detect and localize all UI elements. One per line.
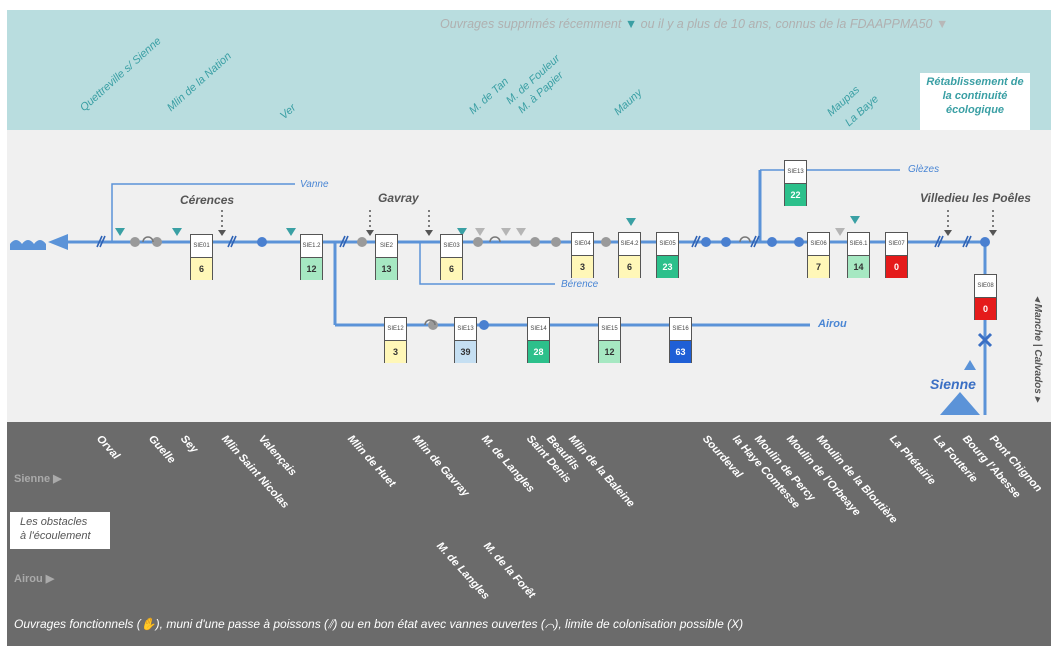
legend-line-3: écologique [945,104,1005,116]
berence-line [419,242,555,285]
vanne-line [111,183,295,242]
obstacles-title-line-1: Les obstacles [20,516,88,528]
mountain-icon [940,360,980,415]
functional-dots [257,237,990,330]
town-markers [221,210,994,232]
old-removed-triangles [475,228,845,236]
obstacle-dots [130,237,611,330]
row-label-airou: Airou ▶ [14,573,55,585]
city-cerences: Cérences [180,193,235,207]
river-berence: Bérence [561,279,599,290]
sea-icon [10,240,46,250]
river-airou: Airou [818,318,847,330]
fish-pass-icon [96,235,972,248]
header-text-2: ou il y a plus de 10 ans, connus de la F… [640,17,933,31]
triangle-grey-icon: ▼ [936,17,949,31]
top-band [7,10,1051,130]
row-label-sienne: Sienne ▶ [14,473,62,485]
obstacles-title-line-2: à l'écoulement [20,530,91,542]
obstacles-title: Les obstacles à l'écoulement [10,512,110,549]
header-text-1: Ouvrages supprimés récemment [440,17,622,31]
city-gavray: Gavray [378,191,419,205]
header-legend: Ouvrages supprimés récemment ▼ ou il y a… [440,17,948,31]
legend-line-1: Rétablissement de [926,76,1024,88]
removed-triangles [115,216,860,236]
flow-arrow-icon [48,234,68,250]
footer-legend: Ouvrages fonctionnels (✋), muni d'une pa… [14,617,744,631]
river-sienne: Sienne [930,376,976,392]
legend-line-2: la continuité [942,90,1008,102]
department-border-label: ◂ Manche | Calvados ▸ [1032,296,1043,402]
obstacles-band [7,422,1051,646]
diagram-area [7,130,1051,422]
continuity-legend: Rétablissement de la continuité écologiq… [920,73,1030,130]
colonisation-limit-icon [977,332,993,348]
river-vanne: Vanne [300,179,329,190]
open-gate-icon [142,236,751,326]
river-glezes: Glèzes [908,164,940,175]
city-villedieu: Villedieu les Poêles [920,191,1031,205]
triangle-teal-icon: ▼ [624,17,638,31]
